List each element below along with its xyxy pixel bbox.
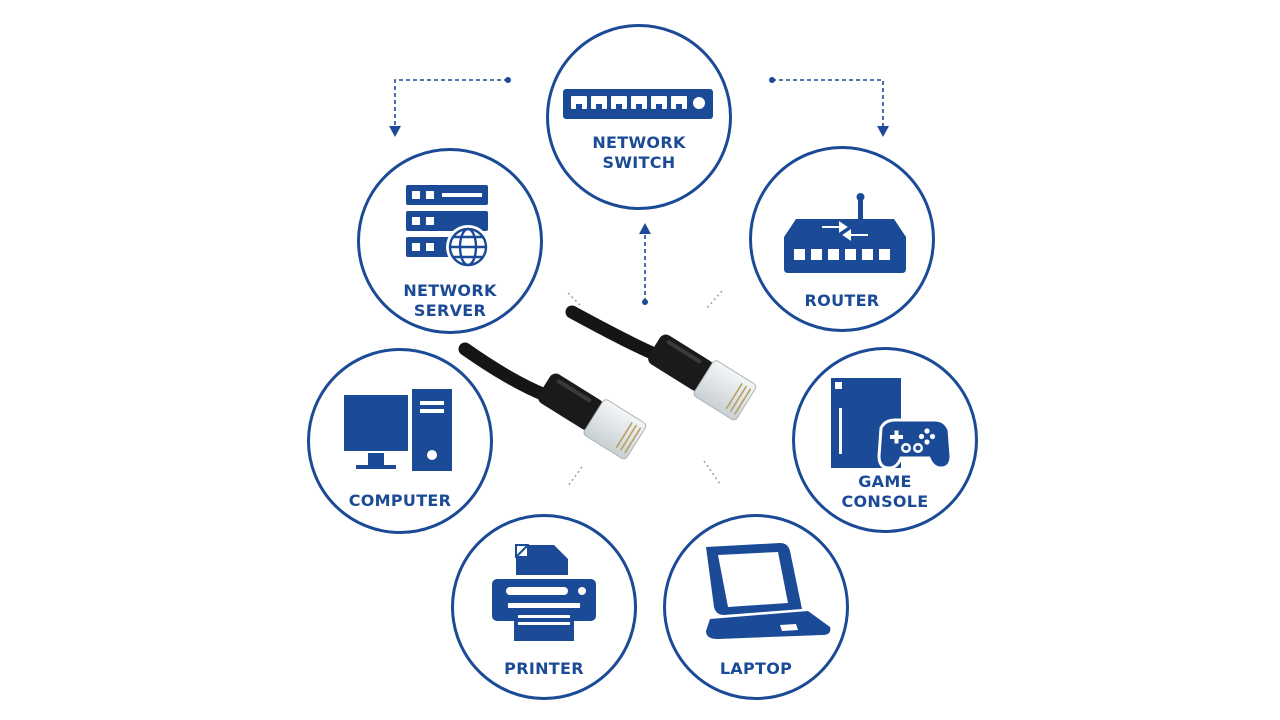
label-printer: PRINTER — [504, 659, 584, 678]
ethernet-cable-right — [565, 305, 757, 421]
node-laptop: LAPTOP — [663, 514, 849, 700]
ethernet-cable-left — [458, 342, 647, 460]
printer-icon — [492, 544, 596, 641]
label-network-switch: NETWORK SWITCH — [592, 133, 686, 172]
label-game-console: GAME CONSOLE — [841, 472, 929, 511]
label-laptop: LAPTOP — [719, 659, 793, 678]
game-console-icon — [831, 378, 953, 470]
network-server-icon — [406, 185, 490, 269]
node-computer: COMPUTER — [307, 348, 493, 534]
laptop-icon — [706, 543, 831, 639]
label-router: ROUTER — [804, 291, 880, 310]
connector-switch-server — [389, 77, 511, 137]
node-printer: PRINTER — [451, 514, 637, 700]
computer-icon — [344, 389, 452, 471]
node-network-switch: NETWORK SWITCH — [546, 24, 732, 210]
node-game-console: GAME CONSOLE — [792, 347, 978, 533]
node-network-server: NETWORK SERVER — [357, 148, 543, 334]
label-network-server: NETWORK SERVER — [403, 281, 497, 320]
arrow-down-icon — [389, 126, 401, 137]
connector-switch-router — [769, 77, 889, 137]
arrow-down-icon — [877, 126, 889, 137]
network-switch-icon — [563, 89, 713, 119]
connector-up-switch — [639, 223, 651, 305]
arrow-up-icon — [639, 223, 651, 234]
node-router: ROUTER — [749, 146, 935, 332]
router-icon — [784, 193, 906, 273]
dotted-hints — [567, 290, 723, 487]
label-computer: COMPUTER — [348, 491, 452, 510]
